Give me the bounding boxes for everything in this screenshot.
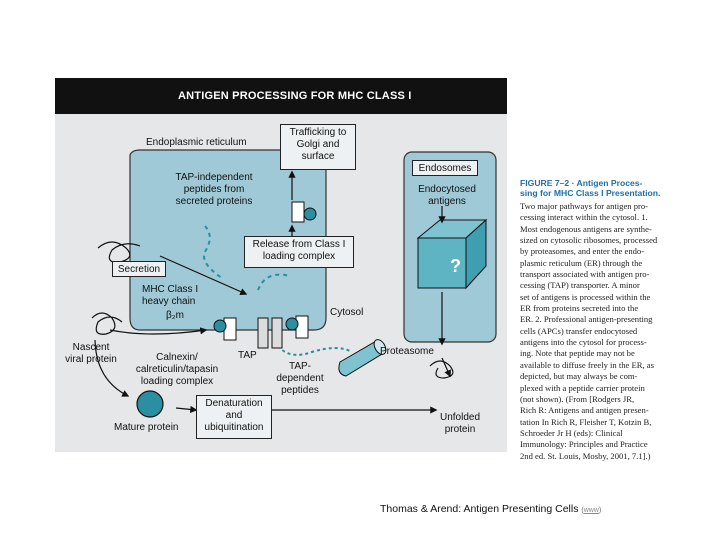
arrow-nascent-down (94, 339, 130, 397)
unfolded-label: Unfolded protein (439, 412, 481, 435)
mhc-heavy-chain-label: MHC Class I heavy chain (142, 284, 199, 307)
mhc-molecule-released (291, 201, 317, 223)
peptide-path-tap-dependent (277, 345, 353, 356)
caption-title: FIGURE 7–2 · Antigen Proces- sing for MH… (520, 178, 661, 198)
arrow-to-unfolded (441, 357, 451, 378)
arrow-secretion (159, 255, 248, 295)
tap-dependent-label: TAP- dependent peptides (276, 361, 324, 396)
peptide-path-to-release (257, 273, 291, 291)
tap-transporter (257, 317, 283, 349)
mhc-molecule-loading (213, 317, 237, 341)
trafficking-box: Trafficking to Golgi and surface (280, 124, 356, 170)
cytosol-label: Cytosol (330, 307, 364, 318)
release-box: Release from Class I loading complex (244, 236, 354, 268)
endosomes-box: Endosomes (412, 160, 478, 176)
antigen-cube (416, 218, 488, 290)
mature-protein-label: Mature protein (114, 422, 179, 433)
proteasome-label: Proteasome (380, 346, 434, 357)
nascent-protein-squiggle (91, 312, 123, 335)
arrow-to-denaturation (175, 405, 198, 414)
proteasome-cylinder (338, 339, 387, 377)
credit-link[interactable]: www (583, 507, 599, 514)
er-compartment (129, 149, 327, 331)
credit-text: Thomas & Arend: Antigen Presenting Cells (380, 503, 579, 515)
endocytosed-label: Endocytosed antigens (418, 184, 476, 207)
er-label: Endoplasmic reticulum (146, 137, 247, 148)
mhc-molecule-tap (285, 315, 309, 339)
figure-title: ANTIGEN PROCESSING FOR MHC CLASS I (178, 90, 412, 102)
figure-banner (55, 78, 507, 114)
cytosol-protein-squiggle (429, 360, 454, 379)
credit-line: Thomas & Arend: Antigen Presenting Cells… (380, 503, 602, 515)
denaturation-box: Denaturation and ubiquitination (196, 395, 272, 439)
peptide-path-tap-independent (203, 225, 223, 279)
arrow-nascent-to-calnexin (109, 327, 208, 335)
caption-body: Two major pathways for antigen pro- cess… (520, 201, 658, 461)
question-mark: ? (450, 256, 461, 276)
tap-independent-label: TAP-independent peptides from secreted p… (175, 172, 253, 207)
nascent-label: Nascent viral protein (65, 342, 117, 365)
calnexin-label: Calnexin/ calreticulin/tapasin loading c… (135, 352, 219, 387)
secretion-box: Secretion (112, 261, 166, 277)
tap-label: TAP (238, 350, 257, 361)
b2m-label: β₂m (166, 310, 184, 321)
mature-protein-blob (136, 390, 164, 418)
